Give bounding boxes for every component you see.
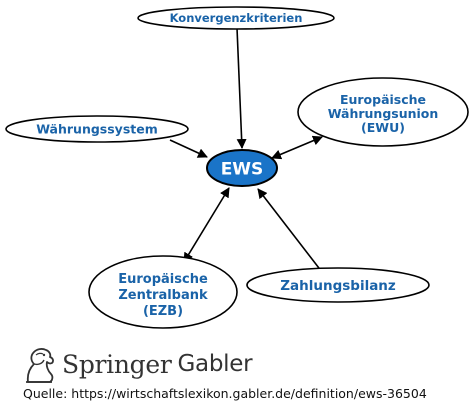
edge-konvergenz-to-ews [236,27,247,149]
node-ewu-label-line-2: Währungsunion [328,106,439,121]
node-ezb-label-line-1: Europäische [118,272,208,287]
edge-ews-ezb [183,187,230,263]
node-waehrungssystem-label: Währungssystem [36,122,158,137]
publisher-logo: Springer Gabler [22,344,253,384]
ews-concept-map: Konvergenzkriterien Währungssystem Europ… [5,6,469,329]
node-ews-label: EWS [221,160,264,180]
node-ezb-label-line-3: (EZB) [143,304,183,319]
node-ews-shape [206,149,278,187]
node-zahlungsbilanz-label: Zahlungsbilanz [280,278,396,294]
imprint-name: Gabler [177,351,253,377]
edge-ews-ewu [271,135,323,160]
node-waehrungssystem-shape [5,115,189,143]
node-ewu-label-line-1: Europäische [340,92,426,107]
node-ewu-label-line-3: (EWU) [361,120,405,135]
node-zahlungsbilanz-shape [246,267,430,303]
springer-horse-icon [26,348,54,383]
edge-zahlungsbilanz-to-ews [257,188,323,273]
source-citation: Quelle: https://wirtschaftslexikon.gable… [23,386,427,401]
publisher-name: Springer [62,349,172,379]
node-ewu-shape [297,77,469,147]
node-ezb-shape [88,255,238,329]
node-konvergenzkriterien-label: Konvergenzkriterien [170,11,303,25]
node-ezb-label-line-2: Zentralbank [118,288,208,303]
edge-waehrungssystem-to-ews [169,139,208,158]
node-konvergenzkriterien-shape [137,6,335,30]
